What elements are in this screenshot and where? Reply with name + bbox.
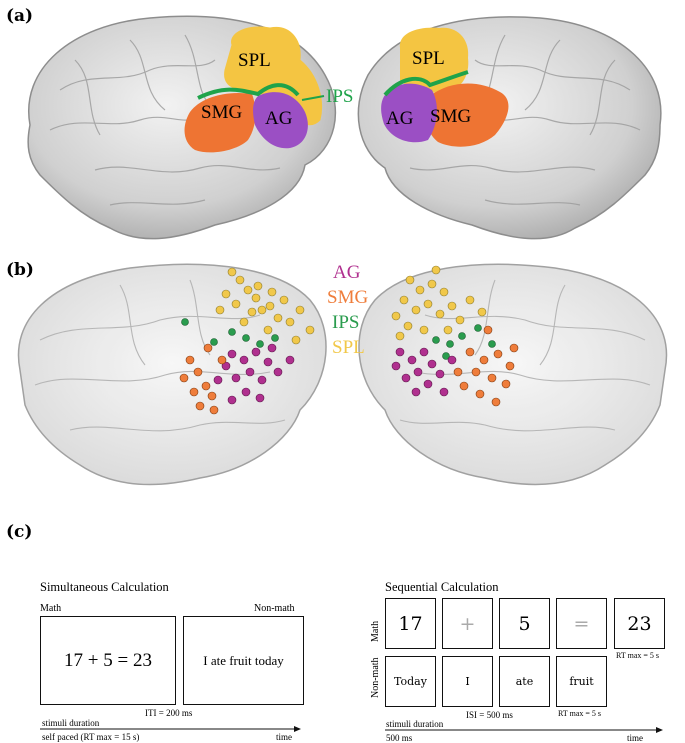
seq-math-item-2: + (459, 612, 476, 635)
electrodes-left (179, 267, 315, 415)
panel-label-c: (c) (6, 522, 33, 542)
sequential-title: Sequential Calculation (385, 580, 499, 594)
seq-math-box-4: = (556, 598, 607, 649)
seq-nonmath-item-1: Today (394, 675, 427, 688)
seq-nonmath-item-3: ate (515, 675, 534, 688)
seq-nonmath-box-3: ate (499, 656, 550, 707)
sim-nonmath-label: Non-math (254, 603, 295, 614)
sim-duration-label: stimuli duration (42, 718, 100, 728)
ag-label-right: AG (386, 108, 414, 129)
seq-duration-value: 500 ms (386, 733, 413, 743)
panel-label-a: (a) (6, 6, 34, 26)
seq-rt-math: RT max = 5 s (616, 651, 659, 660)
sim-math-box: 17 + 5 = 23 (40, 616, 176, 705)
seq-math-box-3: 5 (499, 598, 550, 649)
seq-math-box-5: 23 (614, 598, 665, 649)
seq-time: time (627, 733, 643, 743)
right-hemisphere-a: SPL AG SMG (357, 16, 662, 240)
smg-label-left: SMG (201, 102, 242, 123)
simultaneous-title: Simultaneous Calculation (40, 580, 169, 594)
right-hemisphere-b (358, 263, 668, 486)
seq-math-box-1: 17 (385, 598, 436, 649)
spl-label-right: SPL (412, 48, 445, 69)
seq-nonmath-item-2: I (465, 675, 470, 688)
sim-duration-value: self paced (RT max = 15 s) (42, 732, 140, 742)
seq-nonmath-box-4: fruit (556, 656, 607, 707)
seq-nonmath-item-4: fruit (569, 675, 594, 688)
sim-time: time (276, 732, 292, 742)
legend-spl: SPL (332, 337, 365, 358)
seq-math-item-5: 23 (627, 612, 652, 635)
seq-math-item-4: = (573, 612, 590, 635)
seq-math-label: Math (370, 620, 381, 642)
ag-label-left: AG (265, 108, 293, 129)
electrodes-right (391, 265, 519, 407)
sim-nonmath-text: I ate fruit today (203, 652, 284, 668)
legend-smg: SMG (327, 287, 369, 308)
left-hemisphere-a: SPL SMG AG (27, 15, 337, 240)
spl-label-left: SPL (238, 50, 271, 71)
seq-nonmath-label: Non-math (370, 657, 381, 698)
seq-nonmath-box-2: I (442, 656, 493, 707)
legend-ag: AG (333, 262, 361, 283)
seq-nonmath-box-1: Today (385, 656, 436, 707)
smg-label-right: SMG (430, 106, 471, 127)
sim-math-label: Math (40, 603, 62, 614)
seq-duration-label: stimuli duration (386, 719, 444, 729)
sim-nonmath-box: I ate fruit today (183, 616, 304, 705)
seq-math-box-2: + (442, 598, 493, 649)
seq-math-item-3: 5 (518, 612, 531, 635)
panel-label-b: (b) (6, 260, 34, 280)
ips-label: IPS (326, 86, 353, 107)
seq-rt-nonmath: RT max = 5 s (558, 709, 601, 718)
legend-ips: IPS (332, 312, 360, 333)
seq-isi: ISI = 500 ms (466, 710, 513, 720)
sim-math-text: 17 + 5 = 23 (64, 649, 152, 671)
ips-arrow-left (301, 95, 325, 101)
brain-figure: SPL SMG AG IPS SPL AG SMG (17, 15, 668, 486)
seq-math-item-1: 17 (398, 612, 423, 635)
sim-iti: ITI = 200 ms (145, 708, 193, 718)
